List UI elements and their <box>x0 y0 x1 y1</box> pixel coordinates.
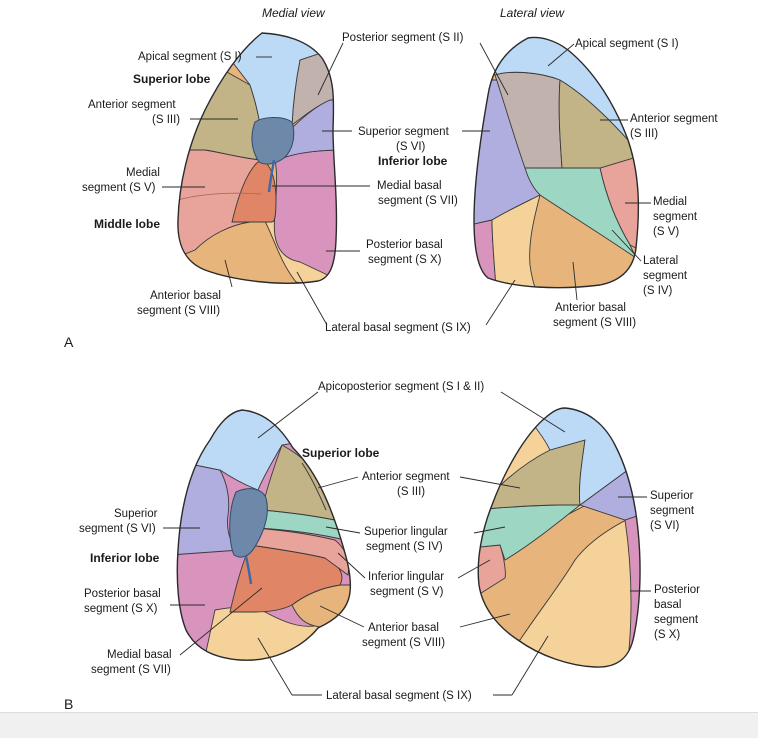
label-superior-left-b-2: segment (S VI) <box>79 523 156 535</box>
segment-lateral <box>524 167 638 260</box>
label-lateral-right-1: Lateral <box>643 255 678 267</box>
segment-superior <box>282 99 337 159</box>
label-posterior-basal-center-2: segment (S X) <box>368 254 442 266</box>
lung-b-lateral <box>478 408 641 668</box>
label-superior-right-b-1: Superior <box>650 490 694 502</box>
label-superior-right-b-2: segment <box>650 505 695 517</box>
label-anterior-b-1: Anterior segment <box>362 471 450 483</box>
hilum <box>229 488 268 558</box>
label-superior-center-2: (S VI) <box>396 141 426 153</box>
label-anterior-basal-b-1: Anterior basal <box>368 622 439 634</box>
label-posterior-basal-right-b-2: basal <box>654 599 682 611</box>
label-posterior-basal-right-b-4: (S X) <box>654 629 680 641</box>
medial-view-title: Medial view <box>262 6 326 20</box>
label-lateral-basal-b: Lateral basal segment (S IX) <box>326 690 472 702</box>
label-medial-left-2: segment (S V) <box>82 182 156 194</box>
lung-a-medial <box>177 33 337 284</box>
label-anterior-basal-b-2: segment (S VIII) <box>362 637 445 649</box>
label-superior-lobe: Superior lobe <box>133 72 211 86</box>
lung-b-medial-outline <box>176 409 352 661</box>
label-anterior-basal-left-2: segment (S VIII) <box>137 305 220 317</box>
label-anterior-right-2: (S III) <box>630 128 658 140</box>
label-lateral-basal-bottom: Lateral basal segment (S IX) <box>325 322 471 334</box>
label-posterior-basal-left-2: segment (S X) <box>84 603 158 615</box>
label-superior-lingular-2: segment (S IV) <box>366 541 443 553</box>
label-inferior-lobe-b: Inferior lobe <box>90 551 160 565</box>
label-apical-left: Apical segment (S I) <box>138 51 242 63</box>
label-medial-basal-b-2: segment (S VII) <box>91 664 171 676</box>
lung-a-lateral-outline <box>473 36 640 289</box>
label-inferior-lobe: Inferior lobe <box>378 154 448 168</box>
label-posterior-top: Posterior segment (S II) <box>342 32 464 44</box>
label-apicoposterior: Apicoposterior segment (S I & II) <box>318 381 484 393</box>
label-anterior-basal-left-1: Anterior basal <box>150 290 221 302</box>
hilum <box>251 117 295 165</box>
lung-a-medial-outline <box>177 32 338 284</box>
label-posterior-basal-right-b-3: segment <box>654 614 699 626</box>
label-medial-left-1: Medial <box>126 167 160 179</box>
label-apical-right: Apical segment (S I) <box>575 38 679 50</box>
label-lateral-right-2: segment <box>643 270 688 282</box>
segment-lateral-basal <box>491 194 541 288</box>
label-lateral-right-3: (S IV) <box>643 285 673 297</box>
label-anterior-basal-right-1: Anterior basal <box>555 302 626 314</box>
label-superior-right-b-3: (S VI) <box>650 520 680 532</box>
panel-letter-b: B <box>64 696 73 712</box>
label-middle-lobe: Middle lobe <box>94 217 160 231</box>
label-medial-right-1: Medial <box>653 196 687 208</box>
label-anterior-right-1: Anterior segment <box>630 113 718 125</box>
label-anterior-b-2: (S III) <box>397 486 425 498</box>
label-medial-basal-center-2: segment (S VII) <box>378 195 458 207</box>
bottom-strip <box>0 712 758 738</box>
label-superior-lingular-1: Superior lingular <box>364 526 448 538</box>
label-medial-right-2: segment <box>653 211 698 223</box>
label-medial-right-3: (S V) <box>653 226 679 238</box>
panel-letter-a: A <box>64 334 74 350</box>
label-posterior-basal-right-b-1: Posterior <box>654 584 700 596</box>
label-anterior-left-2: (S III) <box>152 114 180 126</box>
label-medial-basal-center-1: Medial basal <box>377 180 442 192</box>
label-posterior-basal-left-1: Posterior basal <box>84 588 161 600</box>
label-superior-left-b-1: Superior <box>114 508 158 520</box>
label-posterior-basal-center-1: Posterior basal <box>366 239 443 251</box>
lung-b-lateral-outline <box>477 407 641 668</box>
label-anterior-basal-right-2: segment (S VIII) <box>553 317 636 329</box>
label-inferior-lingular-1: Inferior lingular <box>368 571 444 583</box>
lung-a-lateral <box>474 37 639 288</box>
label-inferior-lingular-2: segment (S V) <box>370 586 444 598</box>
label-medial-basal-b-1: Medial basal <box>107 649 172 661</box>
lateral-view-title: Lateral view <box>500 6 565 20</box>
label-anterior-left-1: Anterior segment <box>88 99 176 111</box>
label-superior-lobe-b: Superior lobe <box>302 446 380 460</box>
label-superior-center-1: Superior segment <box>358 126 450 138</box>
